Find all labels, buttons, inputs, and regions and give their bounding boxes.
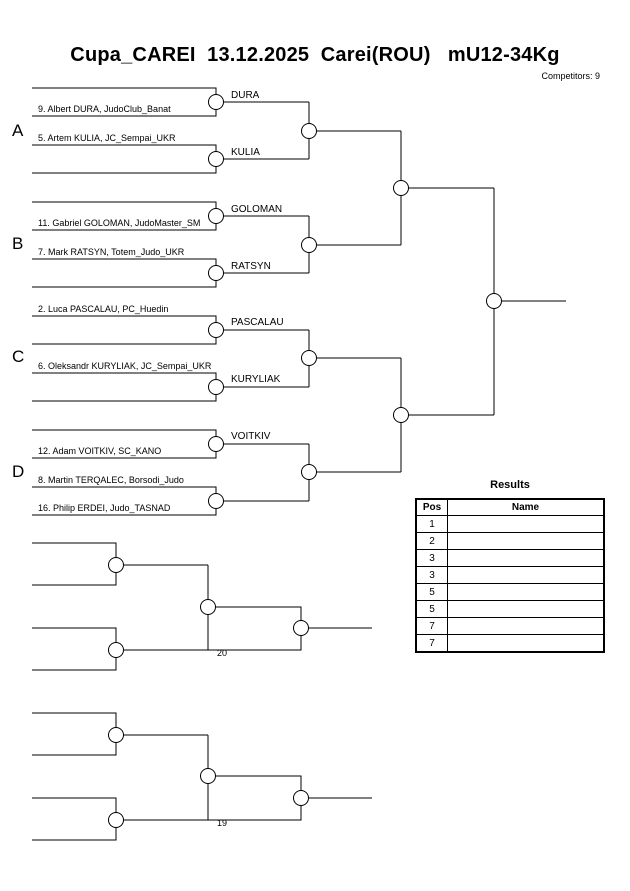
match-circle: [208, 322, 224, 338]
results-table: Pos Name 1 2 3 3 5 5 7 7: [415, 498, 605, 653]
match-circle: [208, 379, 224, 395]
results-pos: 7: [415, 634, 448, 653]
results-name: [447, 515, 605, 533]
page-title: Cupa_CAREI 13.12.2025 Carei(ROU) mU12-34…: [70, 44, 560, 66]
results-name: [447, 566, 605, 584]
bracket-connector: [32, 797, 117, 841]
match-circle: [200, 599, 216, 615]
match-circle: [293, 620, 309, 636]
match-circle: [486, 293, 502, 309]
bracket-labels: 1 9. Albert DURA, JudoClub_Banat DURA 2 5. A…: [12, 90, 499, 828]
small-note: 20: [217, 648, 227, 658]
results-pos: 5: [415, 583, 448, 601]
match-circle: [208, 436, 224, 452]
match-circle: [200, 768, 216, 784]
match-circle: [301, 350, 317, 366]
competitor-label: 5. Artem KULIA, JC_Sempai_UKR: [38, 133, 176, 143]
bracket-connector: [32, 627, 117, 671]
match-circle: [208, 151, 224, 167]
results-pos: 3: [415, 566, 448, 584]
match-circle: [293, 790, 309, 806]
table-row: 5: [415, 600, 605, 618]
table-row: 7: [415, 617, 605, 635]
competitor-label: 7. Mark RATSYN, Totem_Judo_UKR: [38, 247, 185, 257]
pool-letter: C: [12, 347, 24, 366]
table-row: 3: [415, 549, 605, 567]
bracket-connector: [208, 606, 302, 651]
advancer-name: DURA: [231, 90, 260, 101]
match-circle: [208, 265, 224, 281]
advancer-name: VOITKIV: [231, 431, 271, 442]
match-circle: [108, 557, 124, 573]
match-circle: [208, 208, 224, 224]
results-name: [447, 532, 605, 550]
results-header-row: Pos Name: [415, 498, 605, 516]
results-name: [447, 583, 605, 601]
results-pos: 3: [415, 549, 448, 567]
results-title: Results: [490, 479, 530, 491]
advancer-name: RATSYN: [231, 261, 271, 272]
competitors-count: Competitors: 9: [541, 71, 600, 81]
match-circle: [108, 727, 124, 743]
match-circle: [208, 94, 224, 110]
competitor-label: 2. Luca PASCALAU, PC_Huedin: [38, 304, 168, 314]
results-name: [447, 617, 605, 635]
competitor-label: 11. Gabriel GOLOMAN, JudoMaster_SM: [38, 218, 200, 228]
match-circle: [393, 407, 409, 423]
competitor-label: 6. Oleksandr KURYLIAK, JC_Sempai_UKR: [38, 361, 212, 371]
bracket-connector: [32, 144, 217, 174]
competitor-label: 12. Adam VOITKIV, SC_KANO: [38, 446, 161, 456]
table-row: 1: [415, 515, 605, 533]
advancer-name: KURYLIAK: [231, 374, 281, 385]
results-name: [447, 634, 605, 653]
results-name: [447, 549, 605, 567]
results-pos: 1: [415, 515, 448, 533]
results-header-name: Name: [447, 498, 605, 516]
match-circle: [301, 464, 317, 480]
match-circle: [393, 180, 409, 196]
results-pos: 5: [415, 600, 448, 618]
advancer-name: PASCALAU: [231, 317, 284, 328]
advancer-name: GOLOMAN: [231, 204, 282, 215]
results-pos: 2: [415, 532, 448, 550]
bracket-lines: [32, 87, 566, 841]
bracket-connector: [32, 258, 217, 288]
match-circle: [301, 123, 317, 139]
competitor-label: 8. Martin TERQALEC, Borsodi_Judo: [38, 475, 184, 485]
bracket-connector: [32, 542, 117, 586]
competitor-label: 9. Albert DURA, JudoClub_Banat: [38, 104, 171, 114]
match-circle: [208, 493, 224, 509]
table-row: 2: [415, 532, 605, 550]
pool-letter: D: [12, 462, 24, 481]
table-row: 3: [415, 566, 605, 584]
table-row: 7: [415, 634, 605, 653]
results-pos: 7: [415, 617, 448, 635]
results-header-pos: Pos: [415, 498, 448, 516]
advancer-name: KULIA: [231, 147, 260, 158]
bracket-connector: [208, 775, 302, 821]
bracket-connector: [32, 712, 117, 756]
small-note: 19: [217, 818, 227, 828]
competitor-label: 16. Philip ERDEI, Judo_TASNAD: [38, 503, 171, 513]
pool-letter: A: [12, 121, 24, 140]
pool-letter: B: [12, 234, 23, 253]
match-markers: [108, 94, 502, 828]
bracket-connector: [32, 315, 217, 345]
match-circle: [108, 642, 124, 658]
results-name: [447, 600, 605, 618]
match-circle: [301, 237, 317, 253]
table-row: 5: [415, 583, 605, 601]
match-circle: [108, 812, 124, 828]
bracket-connector: [32, 372, 217, 402]
